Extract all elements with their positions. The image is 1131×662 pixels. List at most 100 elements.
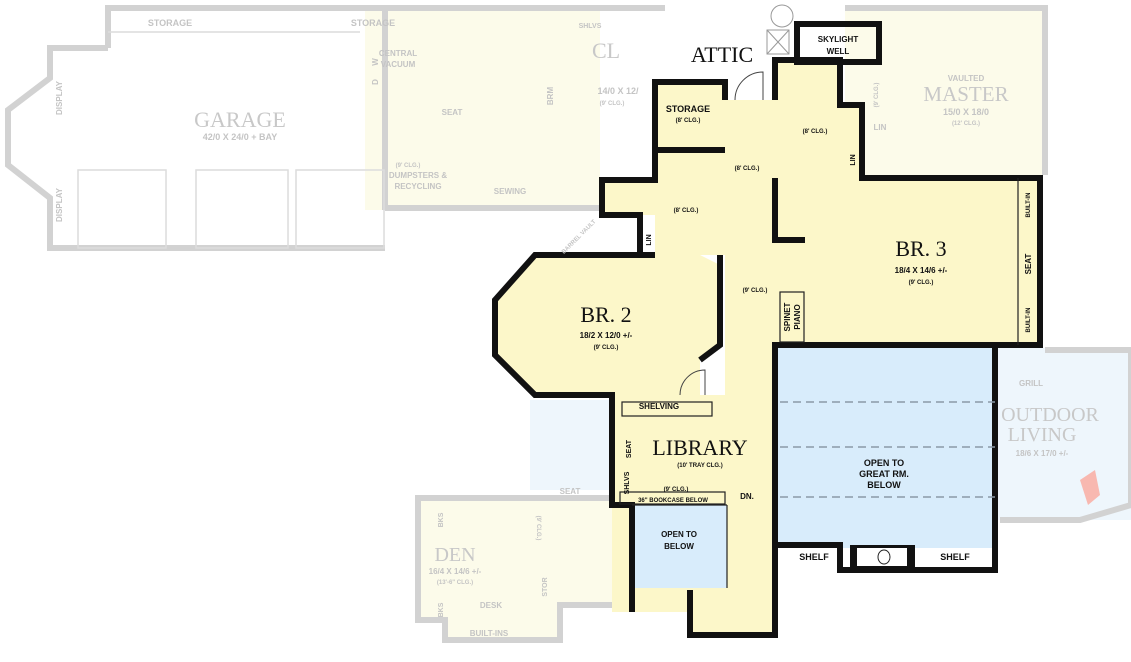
fireplace-icon <box>877 549 891 565</box>
hall-upper-ceiling: (8' CLG.) <box>735 166 760 172</box>
great-room-walls <box>772 342 998 573</box>
central-vacuum-2: VACUUM <box>381 60 416 69</box>
club-label: CL <box>592 38 620 63</box>
display-label-2: DISPLAY <box>55 187 64 222</box>
w-label: W <box>371 58 380 66</box>
display-label-1: DISPLAY <box>55 80 64 115</box>
bks-label-2: BKS <box>438 602 445 617</box>
br3-builtin-2: BUILT-IN <box>1026 308 1032 333</box>
bath2-lin: LIN <box>646 234 653 245</box>
sewing-label: SEWING <box>494 187 526 196</box>
laundry-floor <box>365 8 600 210</box>
walls <box>492 4 1043 638</box>
stor-label: STOR <box>542 577 549 596</box>
master-bath-lin: LIN <box>850 154 857 165</box>
garage-bay-walls <box>5 45 385 251</box>
garage-walls <box>105 5 388 210</box>
garage-door-3 <box>295 169 385 249</box>
master-label: MASTER <box>923 82 1008 106</box>
bath2-floor <box>602 150 725 255</box>
br2-ceiling: (9' CLG.) <box>594 345 619 351</box>
bks-label-1: BKS <box>438 512 445 527</box>
shelving-label: SHELVING <box>639 402 679 411</box>
barrel-vault-label: BARREL VAULT <box>561 219 598 256</box>
outdoor-label-2: LIVING <box>1008 424 1077 446</box>
garage-door-1 <box>77 169 167 249</box>
brm-label: BRM <box>546 87 555 106</box>
master-bath-floor <box>775 60 862 178</box>
master-floor <box>845 8 1045 175</box>
den-label: DEN <box>434 544 475 566</box>
great-room-1: OPEN TO <box>864 458 904 468</box>
br2-door <box>679 369 706 396</box>
great-room-3: BELOW <box>867 480 901 490</box>
fireplace-opening <box>857 548 907 566</box>
library-label: LIBRARY <box>652 435 747 460</box>
den-ceiling: (13'-6" CLG.) <box>437 580 473 586</box>
d-label: D <box>371 79 380 85</box>
open-below-2: BELOW <box>664 542 694 551</box>
br2-label: BR. 2 <box>580 302 631 327</box>
den-size: 16/4 X 14/6 +/- <box>429 567 482 576</box>
stair-walls <box>687 545 778 638</box>
bookcase-label: 36" BOOKCASE BELOW <box>638 498 708 504</box>
master-clg: (9' CLG.) <box>874 83 880 108</box>
br2-right-wall <box>698 255 723 363</box>
grill-label: GRILL <box>1019 379 1043 388</box>
shlvs-label: SHLVS <box>579 23 602 30</box>
storage-ceiling: (8' CLG.) <box>676 118 701 124</box>
faded-areas <box>5 5 1131 643</box>
attic-label: ATTIC <box>691 42 753 67</box>
den-clg: (9' CLG.) <box>535 516 541 541</box>
br3-size: 18/4 X 14/6 +/- <box>895 266 948 275</box>
br3-left-wall <box>772 178 805 243</box>
central-vacuum-1: CENTRAL <box>379 49 417 58</box>
library-seat: SEAT <box>626 439 633 458</box>
seat-label: SEAT <box>442 108 463 117</box>
builtins-label: BUILT-INS <box>470 629 509 638</box>
attic-hatch-icon <box>766 29 790 55</box>
fireplace-accent <box>1080 470 1100 505</box>
open-below-1: OPEN TO <box>661 530 697 539</box>
spinet-piano <box>779 291 805 343</box>
br2-size: 18/2 X 12/0 +/- <box>580 331 633 340</box>
master-walls <box>845 5 1048 175</box>
laundry-ceiling: (9' CLG.) <box>396 163 421 169</box>
bath2-ceiling: (8' CLG.) <box>674 208 699 214</box>
master-prefix: VAULTED <box>948 74 985 83</box>
desk-label: DESK <box>480 601 502 610</box>
storage-label-1: STORAGE <box>148 18 192 28</box>
library-shlvs: SHLVS <box>624 471 631 494</box>
dumpsters-2: RECYCLING <box>394 182 441 191</box>
br3-seat: SEAT <box>1024 254 1033 275</box>
club-size: 14/0 X 12/ <box>597 86 639 96</box>
spinet-label: SPINET <box>783 302 792 331</box>
shelf-label-1: SHELF <box>799 552 829 562</box>
br2-floor <box>495 255 720 395</box>
outdoor-label-1: OUTDOOR <box>1001 404 1099 426</box>
skylight-label-2: WELL <box>827 47 850 56</box>
shelf-label-2: SHELF <box>940 552 970 562</box>
garage-floor <box>8 8 385 248</box>
shelving-unit <box>621 401 713 417</box>
stairs-down-label: DN. <box>740 492 754 501</box>
garage-size: 42/0 X 24/0 + BAY <box>203 132 277 142</box>
dumpsters-1: DUMPSTERS & <box>389 171 447 180</box>
br3-ceiling: (9' CLG.) <box>909 280 934 286</box>
storage-label-2: STORAGE <box>351 18 395 28</box>
hall-floor <box>725 100 775 395</box>
room-labels: ATTIC SKYLIGHT WELL STORAGE (8' CLG.) (8… <box>580 35 1033 562</box>
great-room-2: GREAT RM. <box>859 469 909 479</box>
master-ceiling: (12' CLG.) <box>952 121 980 127</box>
master-lin: LIN <box>874 123 887 132</box>
storage-walls <box>599 79 728 258</box>
bookcase <box>619 491 726 505</box>
storage-label: STORAGE <box>666 104 710 114</box>
outdoor-walls <box>1000 347 1131 523</box>
outdoor-floor <box>995 348 1131 520</box>
storage-floor <box>655 82 725 150</box>
skylight-label-1: SKYLIGHT <box>818 35 859 44</box>
master-bath-ceiling: (8' CLG.) <box>803 129 828 135</box>
garage-door-2 <box>195 169 289 249</box>
